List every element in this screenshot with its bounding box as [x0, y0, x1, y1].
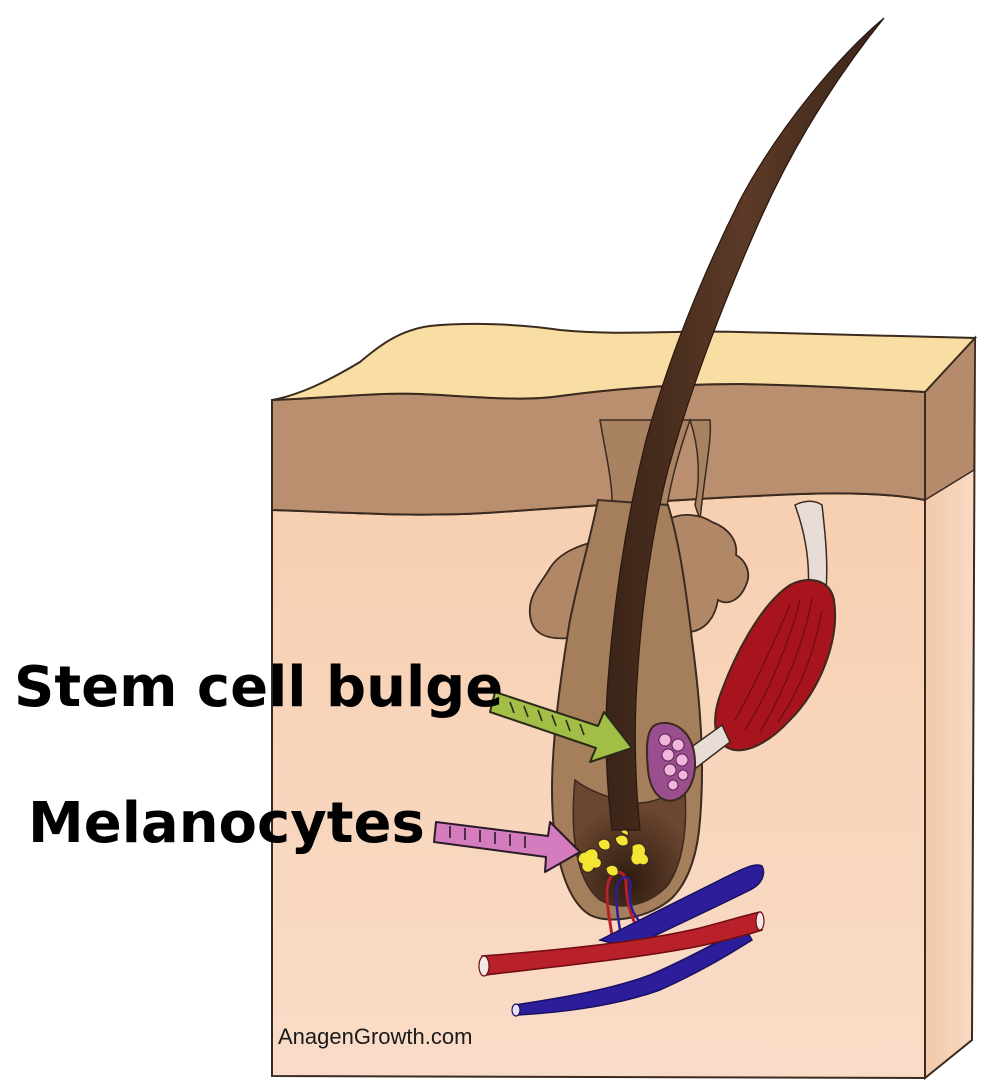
papilla-vein-loop — [615, 876, 651, 932]
artery-end-left — [478, 955, 490, 977]
melanocyte-arrow — [433, 821, 581, 873]
stem-cell-bulge-label: Stem cell bulge — [14, 655, 503, 720]
vein-upper — [597, 864, 765, 949]
artery-end-right — [755, 911, 765, 931]
melanocytes-label: Melanocytes — [28, 791, 425, 856]
hair-shaft — [605, 17, 885, 831]
papilla-vessel-loop — [605, 870, 642, 936]
site-credit: AnagenGrowth.com — [278, 1024, 472, 1049]
artery — [481, 911, 763, 976]
muscle-fiber-lines — [734, 597, 823, 733]
bulge-arrow — [489, 691, 633, 763]
muscle-tendon-upper — [794, 500, 828, 593]
epidermis-top-surface — [271, 322, 978, 401]
arrector-pili-muscle — [714, 579, 836, 752]
stem-cells — [658, 733, 689, 791]
melanocytes-cluster — [577, 829, 650, 877]
vein-end — [511, 1003, 521, 1017]
